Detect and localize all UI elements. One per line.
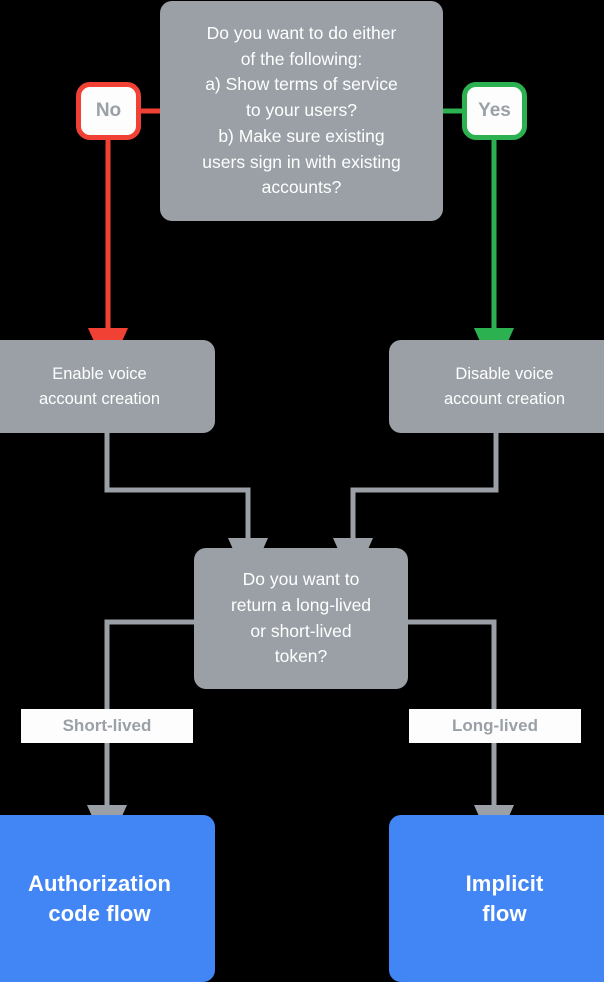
connector-enable-to-token-decision	[104, 433, 268, 583]
enable-voice-line-1: Enable voice	[52, 365, 147, 384]
decision-token-line-4: token?	[274, 646, 328, 667]
implicit-flow-line-1: Implicit	[465, 871, 544, 897]
branch-badge-yes[interactable]: Yes	[462, 82, 527, 140]
branch-badge-no-label: No	[95, 100, 122, 121]
branch-badge-no[interactable]: No	[76, 82, 141, 140]
edge-label-short-lived: Short-lived	[21, 709, 193, 743]
decision-token-line-1: Do you want to	[242, 569, 360, 590]
auth-code-flow-line-1: Authorization	[27, 871, 172, 897]
implicit-flow-line-2: flow	[482, 900, 527, 926]
disable-voice-line-1: Disable voice	[455, 365, 554, 384]
decision-terms-line-1: Do you want to do either	[206, 22, 397, 43]
decision-terms-line-4: to your users?	[246, 100, 357, 121]
decision-node-terms-of-service[interactable]: Do you want to do either of the followin…	[160, 1, 443, 221]
decision-token-line-3: or short-lived	[250, 620, 352, 641]
edge-label-long-lived-text: Long-lived	[452, 716, 538, 735]
edge-label-long-lived: Long-lived	[409, 709, 581, 743]
decision-terms-line-3: a) Show terms of service	[205, 74, 398, 95]
auth-code-flow-line-2: code flow	[48, 900, 151, 926]
decision-node-token-lifetime[interactable]: Do you want to return a long-lived or sh…	[194, 548, 408, 689]
terminal-node-implicit-flow[interactable]: Implicit flow	[389, 815, 604, 982]
connector-disable-to-token-decision	[333, 433, 499, 583]
decision-token-line-2: return a long-lived	[230, 594, 372, 615]
branch-badge-yes-label: Yes	[478, 100, 511, 121]
decision-terms-line-2: of the following:	[240, 48, 363, 69]
decision-terms-line-6: users sign in with existing	[202, 151, 401, 172]
decision-terms-line-7: accounts?	[261, 177, 342, 198]
process-node-disable-voice-account-creation[interactable]: Disable voice account creation	[389, 340, 604, 433]
process-node-enable-voice-account-creation[interactable]: Enable voice account creation	[0, 340, 215, 433]
edge-label-short-lived-text: Short-lived	[62, 716, 152, 735]
terminal-node-authorization-code-flow[interactable]: Authorization code flow	[0, 815, 215, 982]
enable-voice-line-2: account creation	[38, 389, 161, 408]
disable-voice-line-2: account creation	[443, 389, 566, 408]
decision-terms-line-5: b) Make sure existing	[218, 125, 385, 146]
